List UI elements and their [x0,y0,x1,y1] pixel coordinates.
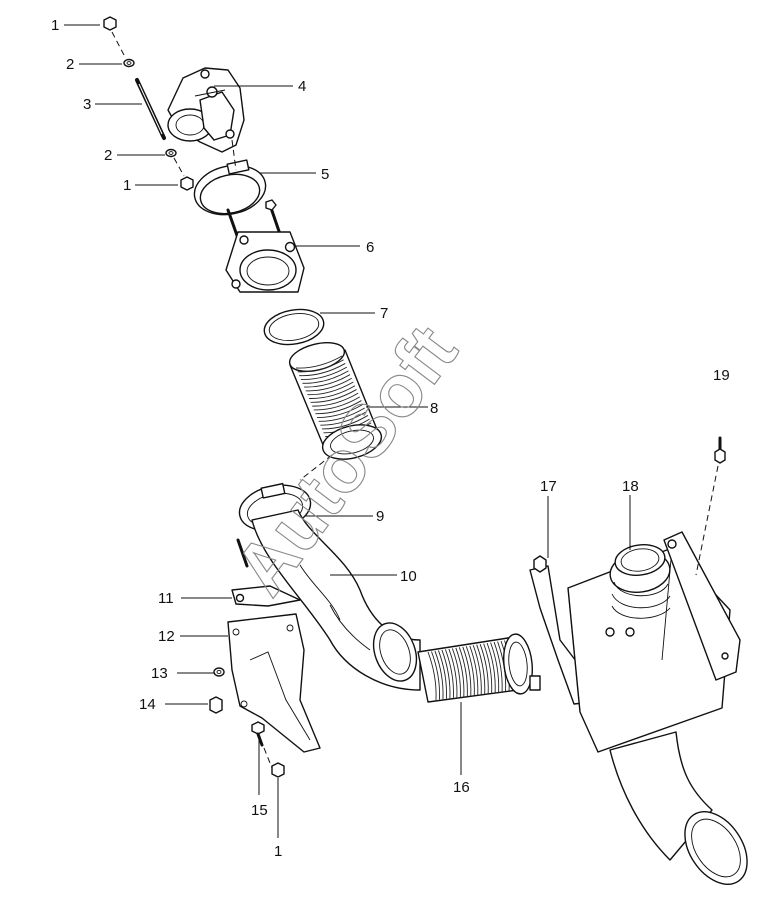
saddle-clamp-part-11 [231,585,301,607]
callout-18: 18 [622,478,639,495]
callout-15: 15 [251,802,268,819]
callout-8: 8 [430,400,438,417]
flex-pipe-part-16 [417,633,541,703]
clamp-part-5 [193,139,267,216]
flex-pipe-part-8 [288,341,383,460]
callout-13: 13 [151,665,168,682]
flange-part-6 [225,199,305,293]
callout-16: 16 [453,779,470,796]
callout-6: 6 [366,239,374,256]
nut-part-1-mid [180,176,194,191]
nut-part-1-top [103,16,125,56]
leader-lines [64,24,631,838]
tail-pipe [609,731,748,885]
stud-part-3 [135,78,166,140]
callout-10: 10 [400,568,417,585]
callout-2-top: 2 [66,56,74,73]
callout-2-mid: 2 [104,147,112,164]
washer-part-13 [213,667,225,677]
exhaust-brake-valve-part-4 [167,67,245,153]
bent-pipe-part-10 [251,509,421,691]
callout-17: 17 [540,478,557,495]
washer-part-2-mid [165,148,185,177]
muffler-part-18 [567,531,741,753]
callout-9: 9 [376,508,384,525]
callout-5: 5 [321,166,329,183]
callout-4: 4 [298,78,306,95]
callout-14: 14 [139,696,156,713]
bolt-part-19 [695,436,726,576]
washer-part-2-top [123,58,135,68]
callout-19: 19 [713,367,730,384]
callout-labels: 1 2 3 4 2 5 1 6 7 8 9 10 11 12 13 14 15 … [51,17,730,860]
bracket-plate-part-12 [227,613,321,753]
callout-11: 11 [158,590,174,607]
callout-3: 3 [83,96,91,113]
callout-12: 12 [158,628,175,645]
gasket-part-7 [263,308,325,346]
callout-1-mid: 1 [123,177,131,194]
nut-part-14 [209,696,223,714]
bolt-part-15 [251,721,273,769]
callout-7: 7 [380,305,388,322]
callout-1-bottom: 1 [274,843,282,860]
callout-1-top: 1 [51,17,59,34]
nut-part-1-bottom [271,762,285,778]
